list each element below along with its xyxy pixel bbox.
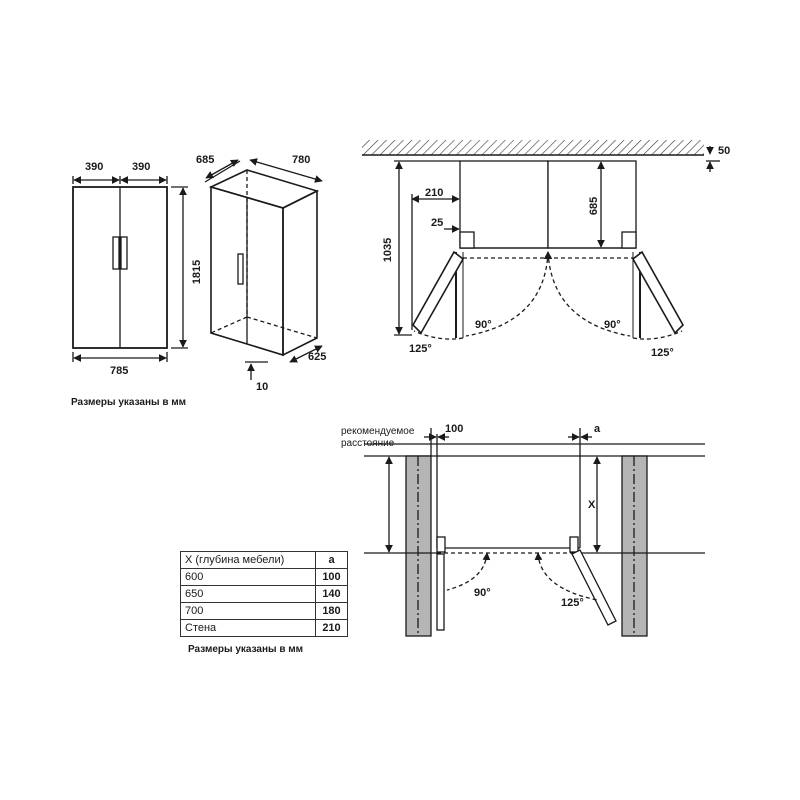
front-view: [72, 176, 188, 362]
table-header-row: X (глубина мебели) a: [180, 551, 348, 569]
install-angle-90: 90°: [474, 587, 491, 599]
top-angle-125-left: 125°: [409, 343, 432, 355]
right-door-125: [631, 250, 684, 335]
top-angle-90-left: 90°: [475, 319, 492, 331]
table-header-x: X (глубина мебели): [180, 551, 316, 569]
top-wall-gap-label: 50: [718, 145, 730, 157]
install-depth-label: X: [588, 499, 596, 511]
dim-line-depth-685: [205, 159, 239, 179]
table-cell-a: 210: [315, 619, 348, 637]
left-swing-arc-90: [465, 251, 552, 337]
table-row: Стена 210: [180, 619, 348, 637]
install-right-door: [571, 549, 617, 626]
right-door-handle: [120, 236, 128, 270]
right-furniture: [621, 455, 648, 637]
table-row: 650 140: [180, 585, 348, 603]
front-width-right-label: 390: [132, 161, 150, 173]
perspective-depth-label: 685: [196, 154, 214, 166]
fridge-top-left-body: [459, 160, 549, 249]
top-side-clearance-label: 210: [425, 187, 443, 199]
install-arc-90: [446, 552, 491, 591]
front-width-total-label: 785: [110, 365, 128, 377]
perspective-top-face: [208, 169, 320, 209]
fridge-top-right-body: [547, 160, 637, 249]
table-cell-x: 700: [180, 602, 316, 620]
table-cell-a: 180: [315, 602, 348, 620]
install-angle-125: 125°: [561, 597, 584, 609]
table-row: 600 100: [180, 568, 348, 586]
dim-line-width-780: [249, 158, 323, 183]
install-arc-125: [534, 552, 598, 601]
install-recommended-label-2: расстояние: [341, 438, 395, 449]
install-recommended-label-1: рекомендуемое: [341, 426, 415, 437]
front-height-label: 1815: [191, 260, 203, 284]
left-swing-arc-125: [413, 330, 464, 340]
depth-table: X (глубина мебели) a 600 100 650 140 700…: [180, 551, 348, 637]
install-recommended-value: 100: [445, 423, 463, 435]
table-cell-a: 140: [315, 585, 348, 603]
install-right-hinge: [569, 536, 579, 553]
right-swing-arc-90: [544, 251, 631, 337]
top-view: [362, 140, 720, 340]
units-note-bottom: Размеры указаны в мм: [188, 644, 304, 655]
perspective-door-label: 625: [308, 351, 326, 363]
top-door-depth-label: 685: [588, 197, 600, 215]
perspective-handle: [237, 253, 244, 285]
left-door-125: [412, 250, 465, 335]
wall-hatch: [362, 140, 704, 155]
table-cell-x: Стена: [180, 619, 316, 637]
top-angle-125-right: 125°: [651, 347, 674, 359]
install-left-door: [436, 553, 445, 631]
table-cell-x: 650: [180, 585, 316, 603]
table-cell-x: 600: [180, 568, 316, 586]
perspective-view: [204, 158, 323, 380]
left-door-handle: [112, 236, 120, 270]
table-header-a: a: [315, 551, 348, 569]
install-view: [364, 428, 705, 637]
install-gap-label: a: [594, 423, 601, 435]
top-hinge-offset-label: 25: [431, 217, 443, 229]
units-note-top: Размеры указаны в мм: [71, 397, 186, 408]
table-row: 700 180: [180, 602, 348, 620]
perspective-side-face: [282, 189, 318, 357]
top-open-depth-label: 1035: [382, 238, 394, 262]
left-hinge: [459, 231, 475, 249]
install-left-hinge: [436, 536, 446, 553]
front-width-left-label: 390: [85, 161, 103, 173]
right-swing-arc-125: [632, 330, 683, 340]
table-cell-a: 100: [315, 568, 348, 586]
dim-line-door-625: [289, 345, 323, 363]
perspective-width-label: 780: [292, 154, 310, 166]
right-hinge: [621, 231, 637, 249]
top-angle-90-right: 90°: [604, 319, 621, 331]
perspective-clearance-label: 10: [256, 381, 268, 393]
